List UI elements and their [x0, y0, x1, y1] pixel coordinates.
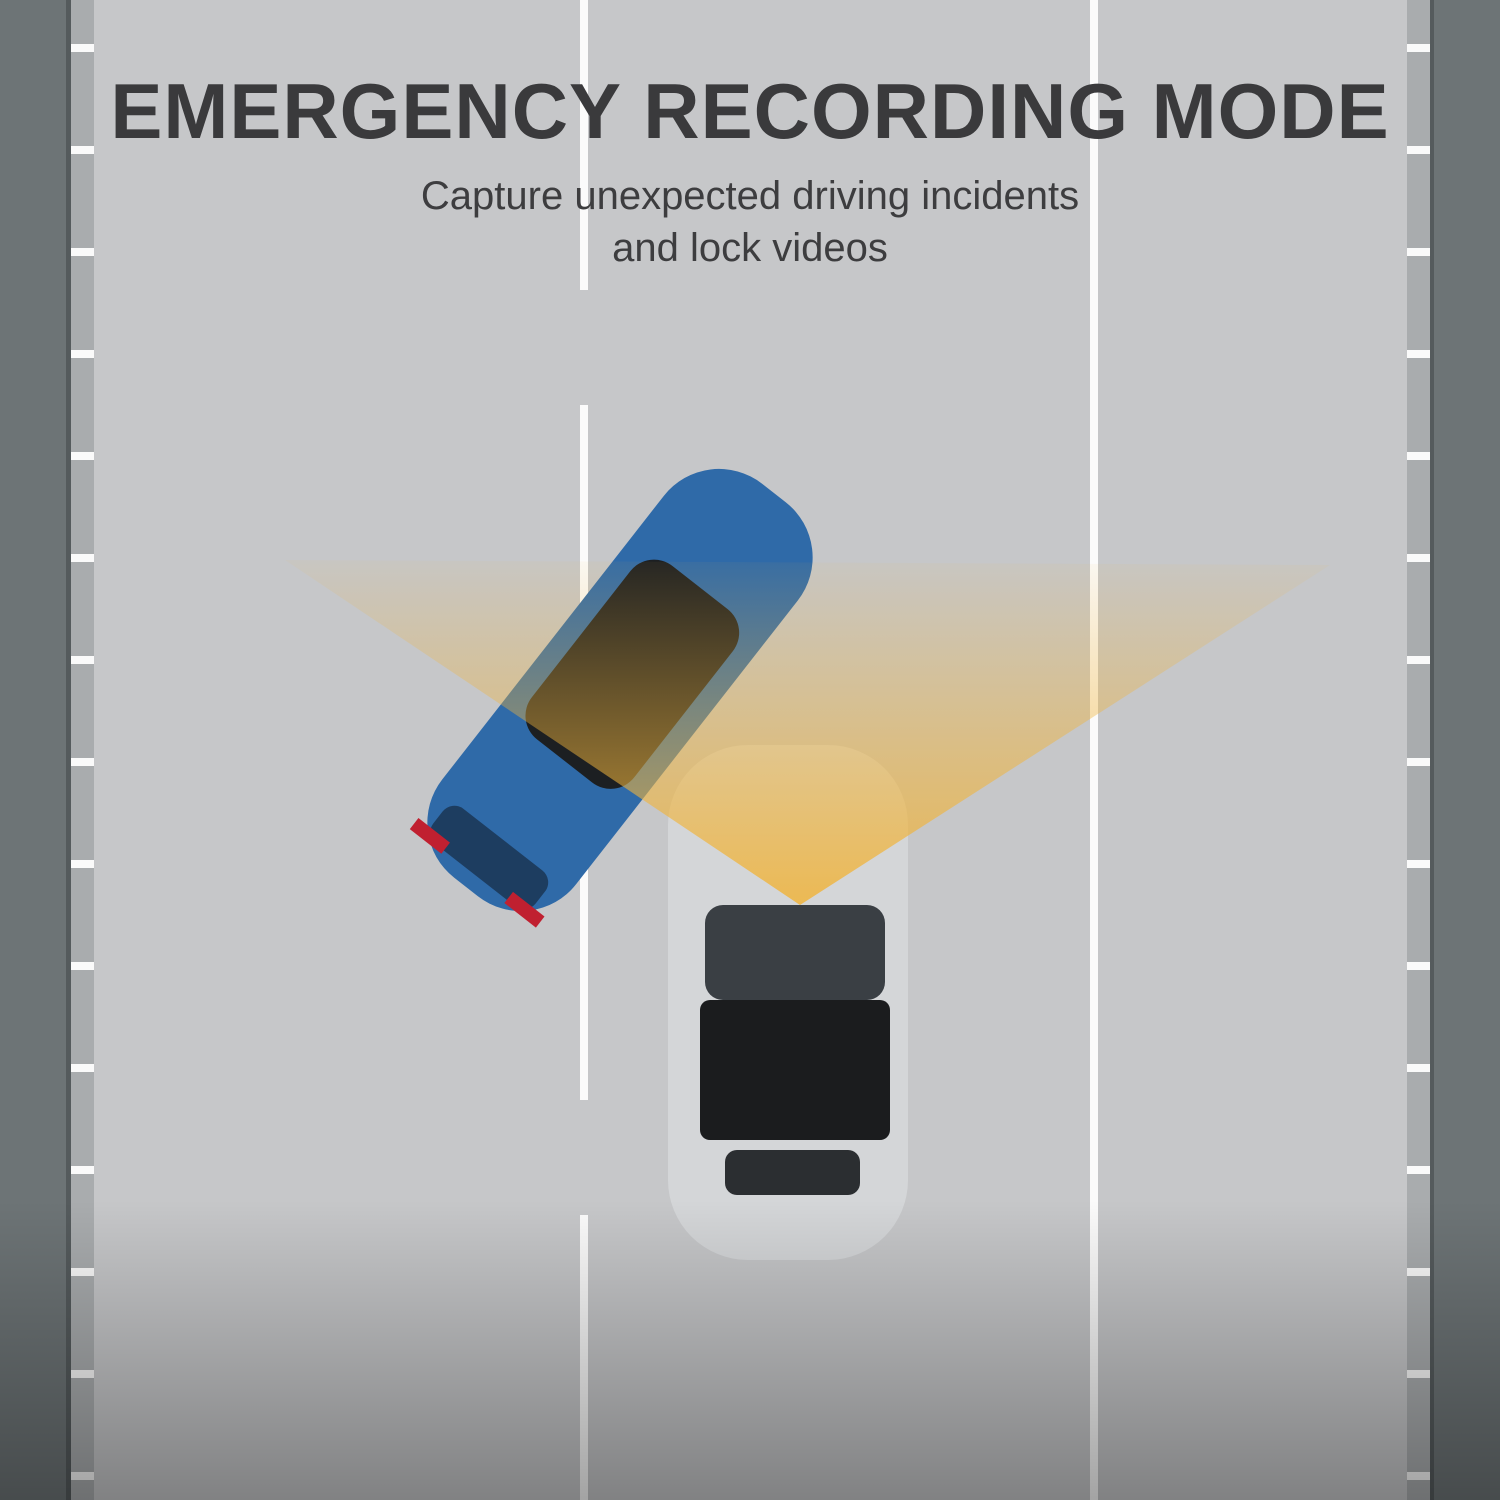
curb-right: [1407, 0, 1430, 1500]
subheading: Capture unexpected driving incidents and…: [0, 170, 1500, 274]
page-heading: EMERGENCY RECORDING MODE: [110, 67, 1390, 155]
subheading-line-1: Capture unexpected driving incidents: [420, 174, 1080, 218]
road-shoulder-right: [1429, 0, 1500, 1500]
camera-view-cone: [285, 560, 1330, 905]
subheading-line-2: and lock videos: [612, 226, 888, 270]
road-shoulder-left: [0, 0, 71, 1500]
curb-left: [71, 0, 94, 1500]
lane-divider-right: [1090, 0, 1098, 1500]
